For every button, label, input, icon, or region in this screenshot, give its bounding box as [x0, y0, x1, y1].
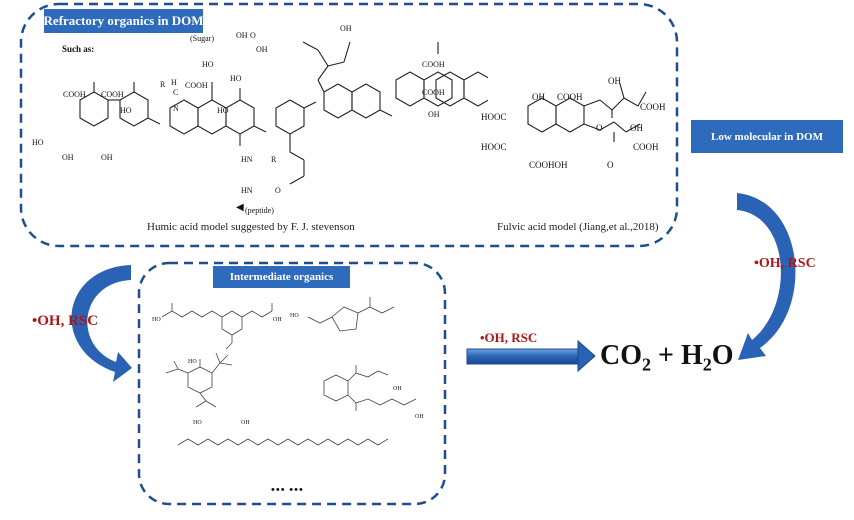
label-cooh: COOH [557, 92, 583, 102]
label-ho: HO [193, 420, 202, 426]
humic-caption: Humic acid model suggested by F. J. stev… [147, 221, 355, 233]
label-ho: HO [120, 106, 132, 115]
label-hooc: HOOC [481, 142, 507, 152]
refractory-box-border [19, 2, 679, 248]
label-ho: HO [290, 313, 299, 319]
right-arc-arrow [737, 193, 796, 360]
sugar-label: (Sugar) [190, 34, 214, 43]
label-cooh: COOH [63, 90, 86, 99]
label-h: H [171, 78, 177, 87]
label-r: R [160, 80, 166, 89]
label-o: O [607, 160, 614, 170]
humic-acid-structure [79, 41, 488, 185]
label-hooc: HOOC [481, 112, 507, 122]
label-oh: OH [101, 153, 113, 162]
label-oh: OH [256, 45, 268, 54]
label-oh: OH [62, 153, 74, 162]
label-n: N [173, 104, 179, 113]
label-oh: OH [241, 420, 250, 426]
label-cooh: COOH [633, 142, 659, 152]
label-hn: HN [241, 186, 253, 195]
label-oh: OH [273, 317, 282, 323]
label-hn: HN [241, 155, 253, 164]
right-reagent-label: •OH, RSC [754, 256, 816, 271]
label-ho: HO [202, 60, 214, 69]
label-oh: OH [630, 123, 643, 133]
label-ho: HO [230, 74, 242, 83]
label-oh: OH [236, 31, 248, 40]
center-arrow [466, 339, 596, 373]
co2-subscript: 2 [642, 354, 651, 375]
label-oh: OH [393, 386, 402, 392]
left-arc-arrow [71, 265, 132, 382]
co-text: CO [600, 340, 642, 371]
label-ho: HO [217, 106, 229, 115]
label-r: R [271, 155, 277, 164]
label-o: O [596, 123, 603, 133]
label-cooh: COOH [422, 60, 445, 69]
h2o-subscript: 2 [702, 354, 712, 375]
label-cooh: COOH [185, 81, 208, 90]
label-ho: HO [152, 317, 161, 323]
fulvic-caption: Fulvic acid model (Jiang,et al.,2018) [497, 221, 659, 233]
low-molecular-tag: Low molecular in DOM [691, 120, 843, 153]
center-reagent-label: •OH, RSC [480, 330, 538, 345]
label-ho: HO [32, 138, 44, 147]
label-oh: OH [340, 24, 352, 33]
fulvic-acid-structure [527, 83, 647, 142]
more-compounds-ellipsis: ••• ••• [271, 484, 304, 496]
o-text: O [711, 340, 734, 371]
peptide-wedge-icon: ◀ [236, 202, 244, 213]
label-ho: HO [188, 359, 197, 365]
label-cooh: COOH [101, 90, 124, 99]
label-oh: OH [608, 76, 621, 86]
label-cooh: COOH [640, 102, 666, 112]
intermediate-box-border [137, 261, 447, 506]
product-co2-h2o: CO2 + H2O [600, 340, 734, 376]
intermediate-structures [161, 297, 417, 446]
plus-h-text: + H [651, 340, 703, 371]
label-oh: OH [532, 92, 545, 102]
peptide-label: (peptide) [245, 206, 274, 215]
label-oh: OH [428, 110, 440, 119]
label-oh: OH [415, 414, 424, 420]
label-o: O [250, 31, 256, 40]
refractory-organics-tag: Refractory organics in DOM [44, 9, 203, 33]
left-reagent-label: •OH, RSC [32, 313, 99, 329]
label-coohoh: COOHOH [529, 160, 568, 170]
label-cooh: COOH [422, 88, 445, 97]
label-o: O [275, 186, 281, 195]
intermediate-organics-tag: Intermediate organics [213, 266, 350, 288]
label-c: C [173, 88, 179, 97]
such-as-label: Such as: [62, 44, 95, 54]
